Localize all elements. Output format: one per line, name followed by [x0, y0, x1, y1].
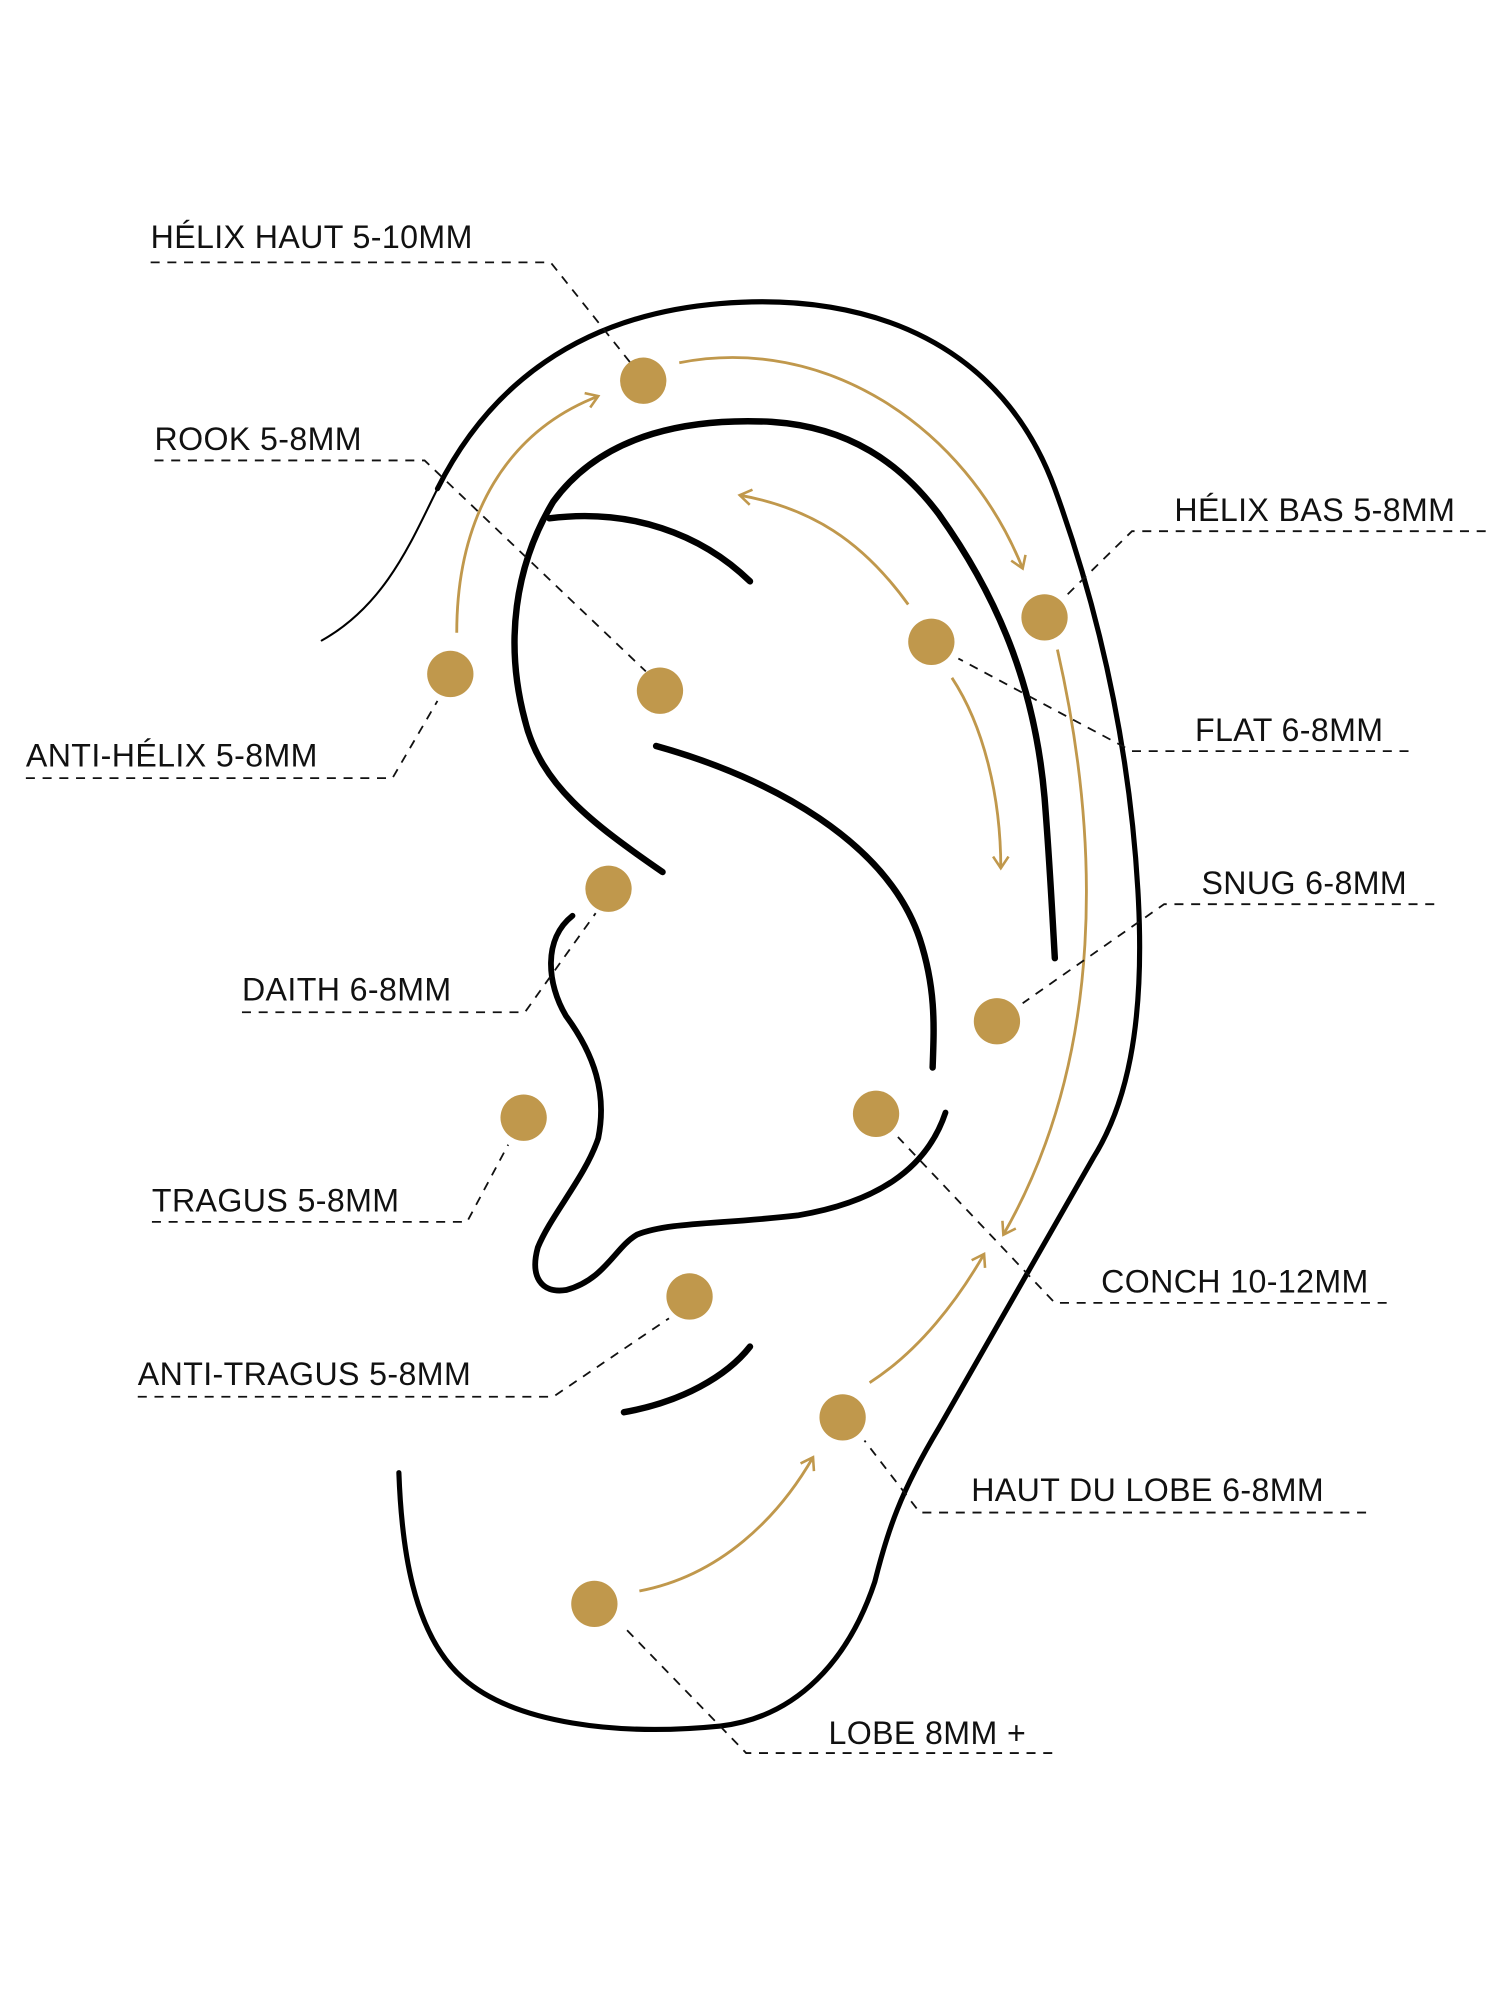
arrow-helix-down [1001, 649, 1088, 1237]
label-helix-haut: HÉLIX HAUT 5-10MM [151, 219, 473, 255]
label-daith: DAITH 6-8MM [242, 972, 452, 1008]
dot-flat [908, 618, 955, 665]
arrow-anti-helix-to-helix [455, 391, 601, 633]
dot-anti-helix [427, 650, 474, 698]
arrow-flat-up [737, 488, 910, 606]
label-rook: ROOK 5-8MM [155, 421, 362, 457]
leader-lines [25, 261, 1486, 1754]
dot-daith [585, 865, 632, 912]
label-flat: FLAT 6-8MM [1195, 712, 1383, 748]
dot-anti-tragus [666, 1273, 713, 1320]
label-tragus: TRAGUS 5-8MM [152, 1183, 400, 1219]
arrow-helix-top [678, 356, 1027, 571]
dot-tragus [500, 1094, 547, 1141]
dot-helix-bas [1021, 594, 1068, 641]
direction-arrows [455, 356, 1088, 1593]
label-snug: SNUG 6-8MM [1201, 865, 1407, 901]
label-anti-helix: ANTI-HÉLIX 5-8MM [26, 738, 318, 774]
label-haut-du-lobe: HAUT DU LOBE 6-8MM [971, 1472, 1324, 1508]
dot-rook [636, 667, 684, 714]
dot-lobe [571, 1580, 618, 1628]
label-conch: CONCH 10-12MM [1101, 1264, 1369, 1300]
dot-helix-haut [620, 357, 667, 404]
label-helix-bas: HÉLIX BAS 5-8MM [1174, 492, 1455, 528]
ear-outline [320, 299, 1143, 1732]
dot-haut-du-lobe [819, 1394, 866, 1441]
labels: HÉLIX HAUT 5-10MM ROOK 5-8MM ANTI-HÉLIX … [26, 219, 1455, 1751]
label-anti-tragus: ANTI-TRAGUS 5-8MM [138, 1356, 471, 1392]
label-lobe: LOBE 8MM + [828, 1715, 1026, 1751]
arrow-lobe-curve [639, 1455, 816, 1593]
arrow-flat-down [950, 677, 1010, 871]
dot-conch [852, 1090, 900, 1137]
arrow-lobe-up [868, 1252, 987, 1384]
dot-snug [973, 998, 1021, 1045]
piercing-points [427, 357, 1068, 1628]
